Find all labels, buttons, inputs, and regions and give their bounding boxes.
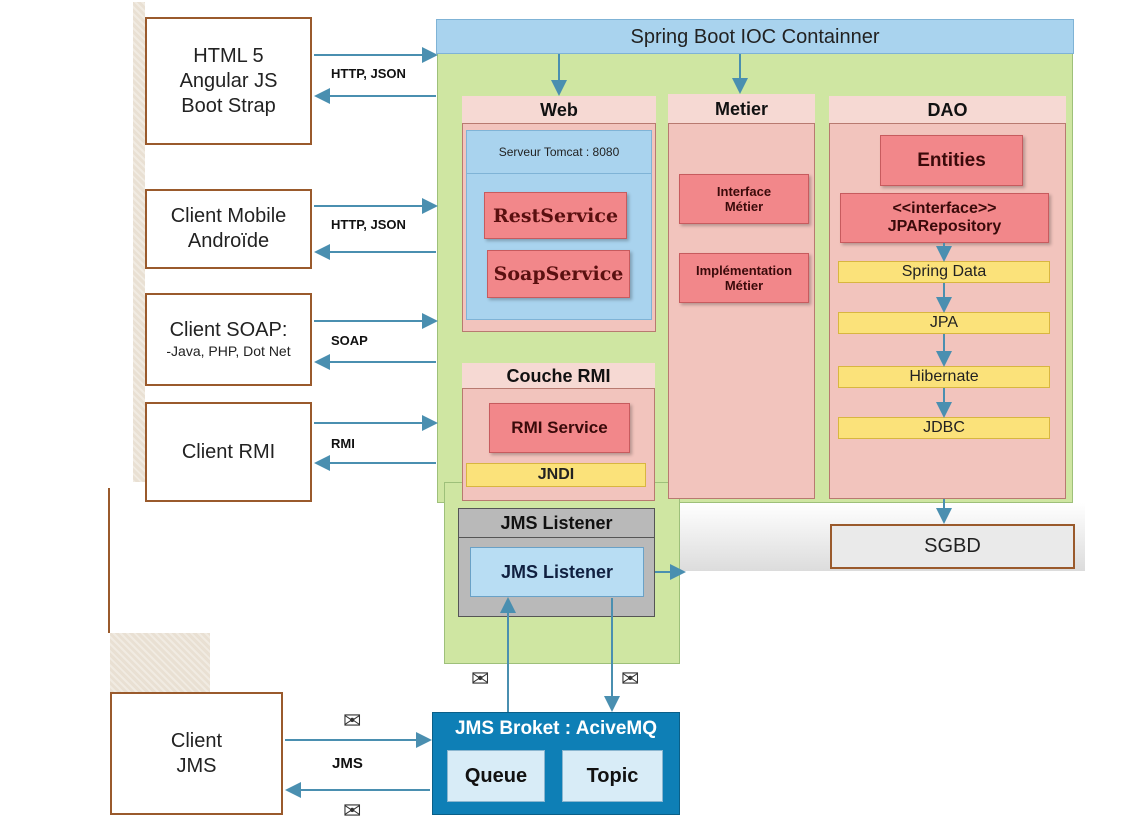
jms-listener-button: JMS Listener — [470, 547, 644, 597]
jndi-layer: JNDI — [466, 463, 646, 487]
jpa-repository-line2: JPARepository — [887, 218, 1002, 235]
metier-panel-title: Metier — [668, 94, 815, 124]
client-mobile-line2: Androïde — [187, 230, 270, 252]
protocol-label-rmi: RMI — [331, 436, 355, 451]
queue-button: Queue — [447, 750, 545, 802]
client-mobile: Client Mobile Androïde — [145, 189, 312, 269]
client-rmi-label: Client RMI — [181, 441, 276, 463]
jpa-repository-line1: <<interface>> — [892, 200, 997, 217]
topic-button: Topic — [562, 750, 663, 802]
entities-button: Entities — [880, 135, 1023, 186]
client-mobile-line1: Client Mobile — [170, 205, 287, 227]
client-soap-line2: -Java, PHP, Dot Net — [166, 343, 291, 360]
client-jms-line1: Client — [170, 729, 223, 752]
protocol-label-html5: HTTP, JSON — [331, 66, 406, 81]
client-html5-line1: HTML 5 — [193, 44, 264, 67]
jms-broker-title: JMS Broket : AciveMQ — [454, 718, 657, 739]
soap-service-button: SoapService — [487, 250, 630, 298]
implementation-metier-line1: Implémentation — [695, 263, 793, 278]
rest-service-button: RestService — [484, 192, 627, 239]
client-rmi: Client RMI — [145, 402, 312, 502]
client-jms-line2: JMS — [176, 754, 217, 777]
tomcat-label: Serveur Tomcat : 8080 — [466, 130, 652, 174]
protocol-label-soap: SOAP — [331, 333, 368, 348]
protocol-label-jms: JMS — [332, 755, 363, 772]
implementation-metier-line2: Métier — [724, 278, 764, 293]
jms-listener-panel-title: JMS Listener — [458, 508, 655, 538]
client-jms: Client JMS — [110, 692, 283, 815]
hibernate-layer: Hibernate — [838, 366, 1050, 388]
protocol-label-mobile: HTTP, JSON — [331, 217, 406, 232]
sgbd-box: SGBD — [830, 524, 1075, 569]
envelope-icon: ✉ — [621, 667, 640, 692]
dao-panel-title: DAO — [829, 96, 1066, 124]
white-overlay — [108, 488, 441, 633]
client-html5-line3: Boot Strap — [181, 94, 276, 117]
background-strip-top — [133, 2, 145, 482]
interface-metier-line2: Métier — [724, 199, 764, 214]
client-soap: Client SOAP: -Java, PHP, Dot Net — [145, 293, 312, 386]
interface-metier-line1: Interface — [716, 184, 772, 199]
envelope-icon: ✉ — [343, 709, 362, 734]
container-title: Spring Boot IOC Containner — [436, 19, 1074, 54]
client-html5-line2: Angular JS — [179, 69, 278, 92]
interface-metier-button: Interface Métier — [679, 174, 809, 224]
envelope-icon: ✉ — [471, 667, 490, 692]
web-panel-title: Web — [462, 96, 656, 124]
implementation-metier-button: Implémentation Métier — [679, 253, 809, 303]
client-soap-line1: Client SOAP: — [169, 319, 288, 342]
rmi-service-button: RMI Service — [489, 403, 630, 453]
jpa-repository-button: <<interface>> JPARepository — [840, 193, 1049, 243]
rmi-panel-title: Couche RMI — [462, 363, 655, 389]
client-html5: HTML 5 Angular JS Boot Strap — [145, 17, 312, 145]
